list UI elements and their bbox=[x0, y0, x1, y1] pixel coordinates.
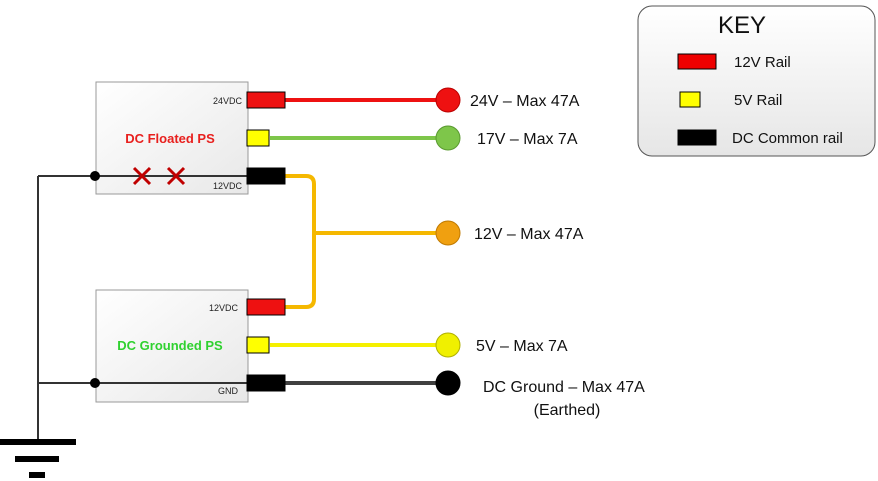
output-label-5v: 5V – Max 7A bbox=[476, 338, 568, 355]
key-legend: KEY 12V Rail 5V Rail DC Common rail bbox=[637, 5, 876, 157]
terminal-12v bbox=[435, 220, 461, 246]
key-label-common: DC Common rail bbox=[732, 130, 843, 147]
terminal-5v bbox=[435, 332, 461, 358]
key-label-5v: 5V Rail bbox=[734, 92, 782, 109]
earth-symbol-icon bbox=[0, 439, 76, 478]
output-labels: 24V – Max 47A 17V – Max 7A 12V – Max 47A… bbox=[470, 93, 645, 419]
output-label-12v: 12V – Max 47A bbox=[474, 226, 584, 243]
connector-12v-floated bbox=[246, 167, 286, 185]
floated-ps-terminal-24v: 24VDC bbox=[213, 96, 243, 106]
output-label-17v: 17V – Max 7A bbox=[477, 131, 578, 148]
terminal-17v bbox=[435, 125, 461, 151]
connector-24v bbox=[246, 91, 286, 109]
grounded-ps-terminal-gnd: GND bbox=[218, 386, 239, 396]
wire-12v bbox=[284, 174, 448, 309]
grounded-ps-junction bbox=[90, 378, 100, 388]
connector-gnd bbox=[246, 374, 286, 392]
key-label-12v: 12V Rail bbox=[734, 54, 791, 71]
connector-5v bbox=[246, 336, 270, 354]
terminal-24v bbox=[435, 87, 461, 113]
key-swatch-12v bbox=[677, 53, 717, 70]
floated-ps-terminal-12v: 12VDC bbox=[213, 181, 243, 191]
floated-ps-junction bbox=[90, 171, 100, 181]
wires bbox=[270, 98, 448, 385]
connector-12v-grounded bbox=[246, 298, 286, 316]
connectors bbox=[246, 91, 286, 392]
output-sublabel-ground: (Earthed) bbox=[534, 402, 601, 419]
floated-ps-box: DC Floated PS 24VDC 12VDC bbox=[95, 81, 249, 195]
output-terminals bbox=[435, 87, 461, 396]
grounded-ps-label: DC Grounded PS bbox=[117, 338, 223, 353]
cut-mark-icon bbox=[132, 166, 186, 186]
output-label-24v: 24V – Max 47A bbox=[470, 93, 580, 110]
connector-17v bbox=[246, 129, 270, 147]
key-title: KEY bbox=[718, 12, 766, 39]
key-swatch-5v bbox=[679, 91, 701, 108]
floated-ps-label: DC Floated PS bbox=[125, 131, 215, 146]
grounded-ps-terminal-12v: 12VDC bbox=[209, 303, 239, 313]
grounded-ps-box: DC Grounded PS 12VDC GND bbox=[95, 289, 249, 403]
ground-bus bbox=[37, 175, 96, 440]
key-swatch-common bbox=[677, 129, 717, 146]
output-label-ground: DC Ground – Max 47A bbox=[483, 379, 645, 396]
terminal-ground bbox=[435, 370, 461, 396]
